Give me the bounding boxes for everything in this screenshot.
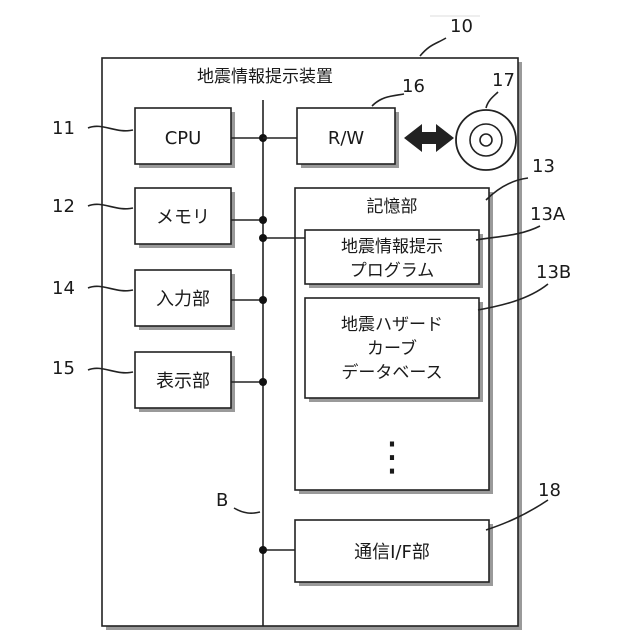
memory-ref-label: 12: [52, 196, 75, 217]
disc-icon: [456, 110, 516, 170]
rw-ref-label: 16: [402, 76, 425, 97]
bus-ref-label: B: [216, 490, 228, 511]
cpu-block: CPU: [135, 108, 235, 168]
program-line2: プログラム: [350, 261, 435, 281]
storage-ref-label: 13: [532, 156, 555, 177]
database-block: 地震ハザード カーブ データベース: [305, 298, 483, 402]
input-label: 入力部: [156, 289, 210, 310]
display-block: 表示部: [135, 352, 235, 412]
memory-label: メモリ: [156, 207, 210, 228]
storage-label: 記憶部: [367, 197, 418, 217]
storage-ellipsis: ⋮: [372, 434, 412, 480]
comm-label: 通信I/F部: [354, 542, 430, 563]
device-title: 地震情報提示装置: [197, 67, 333, 87]
input-block: 入力部: [135, 270, 235, 330]
program-line1: 地震情報提示: [341, 237, 443, 257]
medium-ref-label: 17: [492, 70, 515, 91]
display-bus-node: [259, 378, 267, 386]
storage-bus-node: [259, 234, 267, 242]
device-leader: [420, 38, 446, 56]
database-line1: 地震ハザード: [341, 315, 443, 335]
memory-block: メモリ: [135, 188, 235, 248]
program-block: 地震情報提示 プログラム: [305, 230, 483, 288]
program-ref-label: 13A: [530, 204, 566, 225]
display-ref-label: 15: [52, 358, 75, 379]
display-label: 表示部: [156, 371, 210, 392]
database-line3: データベース: [341, 362, 442, 383]
rw-block: R/W: [297, 108, 399, 168]
input-ref-label: 14: [52, 278, 75, 299]
cpu-label: CPU: [165, 128, 202, 149]
memory-bus-node: [259, 216, 267, 224]
device-ref-label: 10: [450, 16, 473, 37]
cpu-ref-label: 11: [52, 118, 75, 139]
comm-bus-node: [259, 546, 267, 554]
comm-ref-label: 18: [538, 480, 561, 501]
input-bus-node: [259, 296, 267, 304]
database-line2: カーブ: [367, 338, 417, 359]
database-ref-label: 13B: [536, 262, 571, 283]
comm-block: 通信I/F部: [295, 520, 493, 586]
rw-label: R/W: [328, 128, 365, 149]
